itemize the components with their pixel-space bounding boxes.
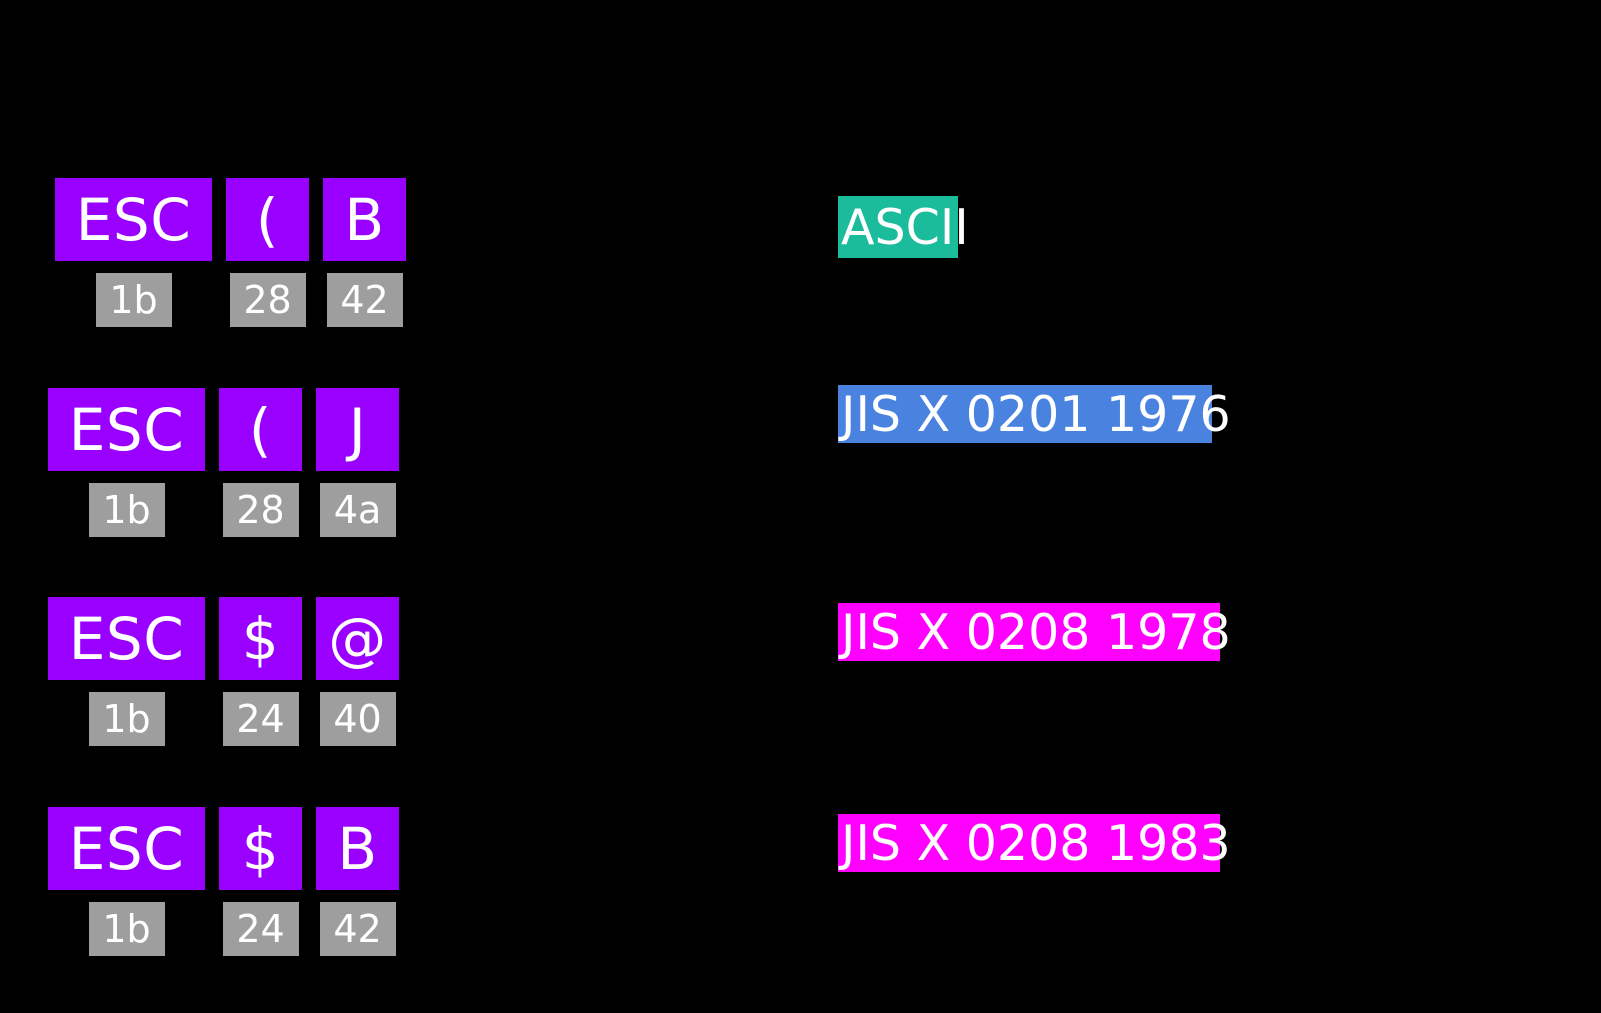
escape-token: B (316, 807, 399, 890)
hex-byte: 4a (319, 483, 396, 537)
escape-token-cell: @40 (316, 597, 399, 746)
hex-byte: 1b (88, 902, 165, 956)
escape-token-cell: ESC 1b (48, 807, 205, 956)
escape-token: ( (226, 178, 309, 261)
escape-token: ( (219, 388, 302, 471)
escape-token-cell: ESC 1b (48, 597, 205, 746)
escape-token-cell: ESC 1b (48, 388, 205, 537)
escape-token-cell: B 42 (316, 807, 399, 956)
charset-label: ASCII (838, 196, 969, 258)
escape-token-cell: ESC 1b (55, 178, 212, 327)
escape-token: J (316, 388, 399, 471)
hex-byte: 1b (88, 692, 165, 746)
hex-byte: 24 (222, 692, 299, 746)
escape-token: $ (219, 807, 302, 890)
charset-label: JIS X 0208 1983 (838, 814, 1231, 872)
escape-token: ESC (55, 178, 212, 261)
escape-token-cell: (28 (226, 178, 309, 327)
charset-label: JIS X 0208 1978 (838, 603, 1231, 661)
hex-byte: 40 (319, 692, 396, 746)
escape-token-cell: (28 (219, 388, 302, 537)
hex-byte: 1b (95, 273, 172, 327)
hex-byte: 28 (222, 483, 299, 537)
escape-token: ESC (48, 388, 205, 471)
escape-token-cell: J 4a (316, 388, 399, 537)
escape-token-cell: B 42 (323, 178, 406, 327)
hex-byte: 42 (326, 273, 403, 327)
hex-byte: 1b (88, 483, 165, 537)
hex-byte: 42 (319, 902, 396, 956)
escape-token: @ (316, 597, 399, 680)
hex-byte: 24 (222, 902, 299, 956)
escape-token: ESC (48, 597, 205, 680)
escape-token: $ (219, 597, 302, 680)
charset-label: JIS X 0201 1976 (838, 385, 1231, 443)
escape-token-cell: $24 (219, 807, 302, 956)
escape-token-cell: $24 (219, 597, 302, 746)
escape-token: ESC (48, 807, 205, 890)
hex-byte: 28 (229, 273, 306, 327)
escape-token: B (323, 178, 406, 261)
